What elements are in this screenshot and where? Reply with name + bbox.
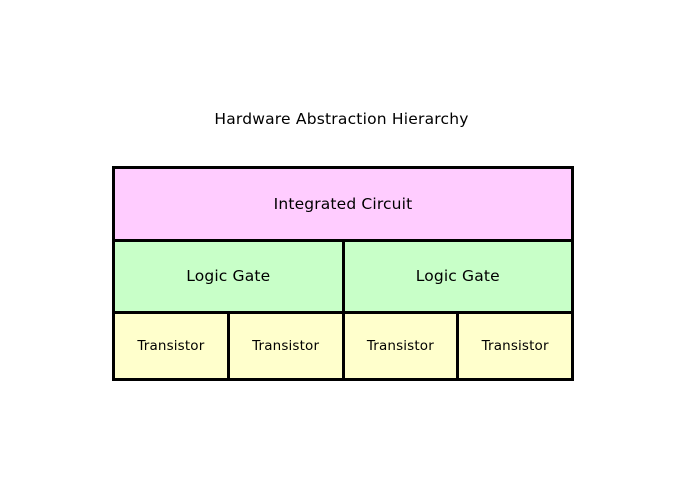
integrated-circuit-cell[interactable]: Integrated Circuit [115,169,571,239]
logic-gate-cell-1[interactable]: Logic Gate [115,241,342,311]
transistor-label-3: Transistor [366,337,434,354]
hardware-abstraction-hierarchy-diagram: Integrated Circuit Logic Gate Logic Gate… [112,166,574,381]
transistor-label-1: Transistor [137,337,205,354]
logic-gate-layer: Logic Gate Logic Gate [115,238,571,311]
logic-gate-label-2: Logic Gate [415,267,500,286]
transistor-layer: Transistor Transistor Transistor Transis… [115,310,571,378]
transistor-cell-1[interactable]: Transistor [115,313,227,378]
transistor-cell-2[interactable]: Transistor [226,313,342,378]
logic-gate-label-1: Logic Gate [186,267,271,286]
transistor-cell-3[interactable]: Transistor [341,313,457,378]
logic-gate-cell-2[interactable]: Logic Gate [341,241,571,311]
integrated-circuit-label: Integrated Circuit [273,194,413,213]
integrated-circuit-layer: Integrated Circuit [115,169,571,239]
transistor-label-2: Transistor [252,337,320,354]
transistor-cell-4[interactable]: Transistor [456,313,571,378]
transistor-label-4: Transistor [481,337,549,354]
page-title: Hardware Abstraction Hierarchy [214,110,469,128]
